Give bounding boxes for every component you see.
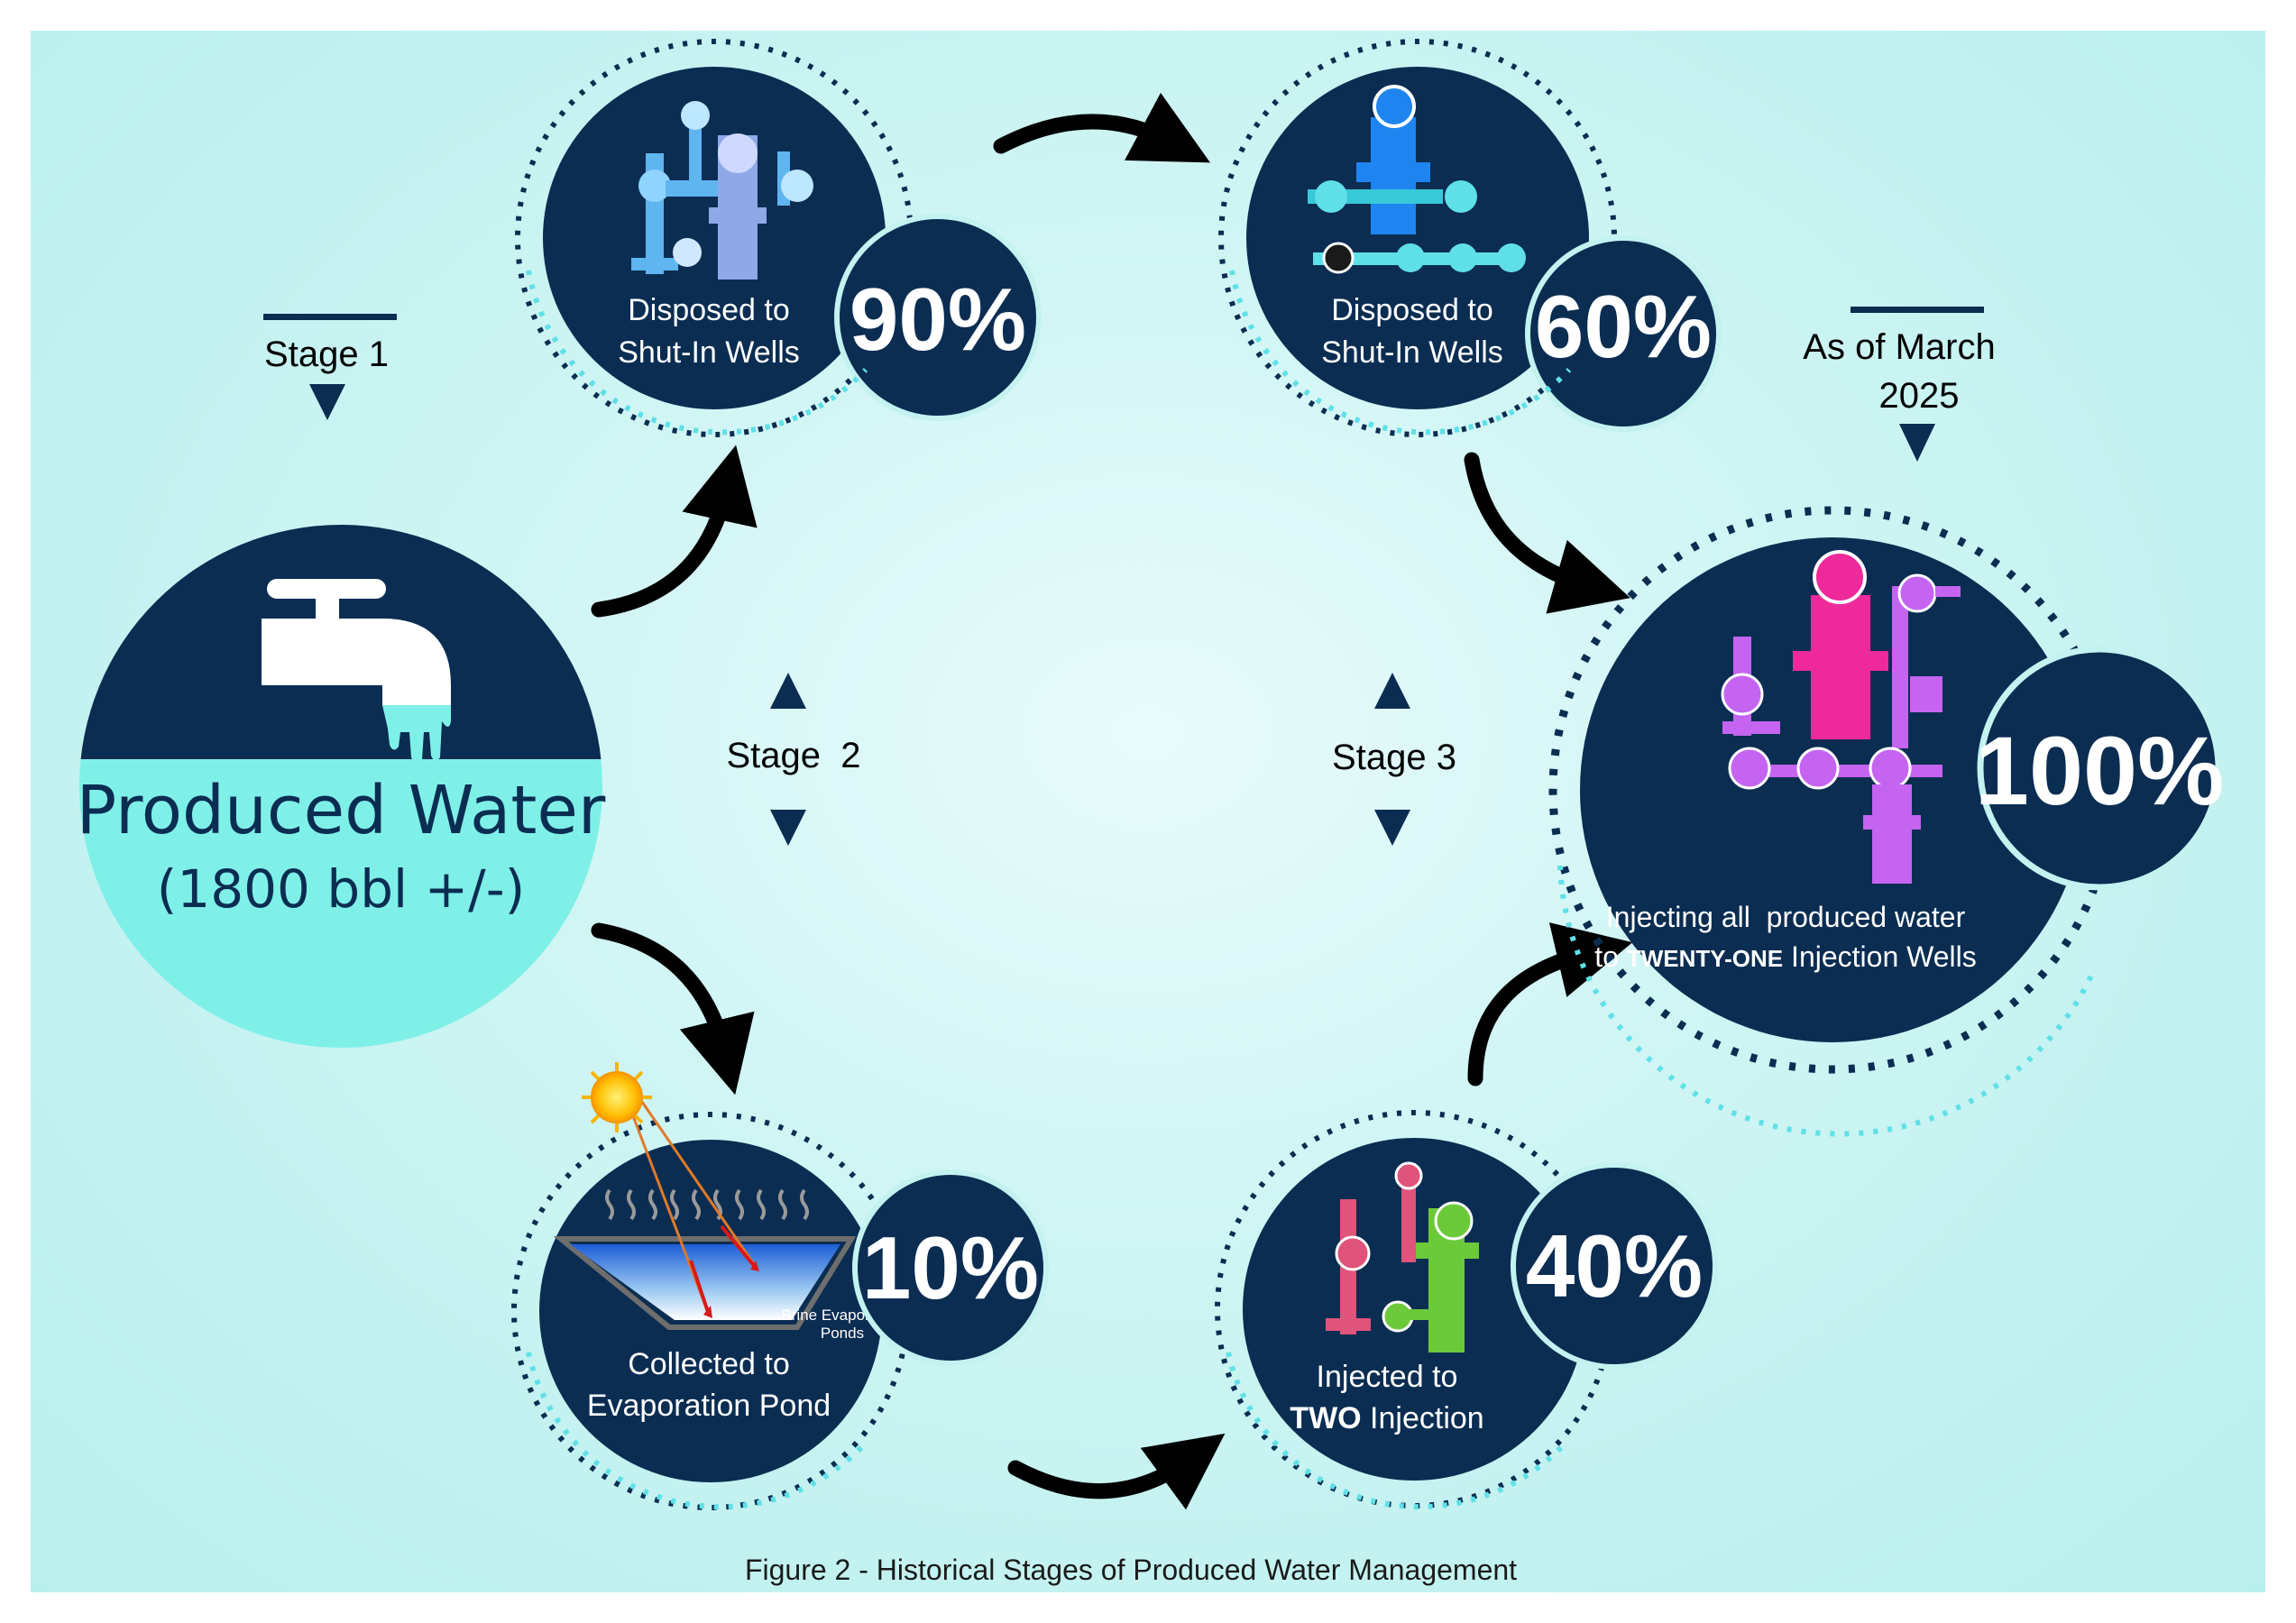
- node-label-line2: TWO Injection: [1290, 1401, 1483, 1435]
- percent-value: 60%: [1535, 277, 1712, 376]
- node-circle: [543, 67, 886, 409]
- produced-water-node: Produced Water (1800 bbl +/-): [77, 525, 606, 1048]
- node-label-line2-rest: Injection Wells: [1783, 940, 1977, 973]
- stage-2-label-group: Stage 2: [726, 673, 861, 846]
- percent-value: 90%: [850, 270, 1026, 369]
- percent-value: 40%: [1526, 1216, 1703, 1316]
- arrow-to-stage2-shut-in: [591, 445, 758, 618]
- arrow-to-stage2-evaporation: [591, 922, 755, 1096]
- node-label-line2: Shut-In Wells: [1321, 335, 1503, 370]
- evaporation-pond-icon: Brine Evaporation Ponds: [553, 1101, 904, 1342]
- arrow-to-stage3-injection: [1007, 1433, 1226, 1510]
- water-faucet-icon: [262, 579, 451, 764]
- node-label-line2: to TWENTY-ONE Injection Wells: [1594, 940, 1977, 973]
- arrow-stage3-injection-to-current: [1467, 922, 1633, 1087]
- produced-water-title: Produced Water: [77, 772, 606, 849]
- current-stage-label-group: As of March 2025: [1803, 307, 1996, 462]
- stage-2-up-triangle-icon: [770, 673, 806, 709]
- stage2-shut-in-node: Disposed to Shut-In Wells 90%: [515, 39, 1042, 437]
- figure-caption: Figure 2 - Historical Stages of Produced…: [745, 1554, 1517, 1586]
- produced-water-volume: (1800 bbl +/-): [157, 858, 526, 920]
- node-label-line2: Shut-In Wells: [618, 335, 800, 370]
- stage2-evaporation-node: Brine Evaporation Ponds Collected to Eva…: [511, 1062, 1049, 1510]
- node-label-line2-prefix: to: [1594, 940, 1627, 973]
- stage3-shut-in-node: Disposed to Shut-In Wells 60%: [1218, 39, 1722, 437]
- teal-ring-accents: [526, 270, 2095, 1510]
- sun-icon: [582, 1062, 652, 1132]
- percent-badge: [1977, 646, 2222, 891]
- percent-value: 100%: [1975, 716, 2224, 825]
- current-stage-label-line1: As of March: [1803, 327, 1995, 367]
- node-label-line1: Collected to: [628, 1347, 790, 1381]
- flow-arrows: [591, 92, 1633, 1510]
- current-stage-down-triangle-icon: [1899, 424, 1935, 462]
- percent-badge: [834, 214, 1042, 421]
- node-label-line1: Injected to: [1317, 1360, 1458, 1394]
- stage3-injection-node: Injected to TWO Injection 40%: [1215, 1110, 1718, 1508]
- arrow-stage3-shut-in-to-current: [1464, 452, 1630, 614]
- arrow-to-stage3-shut-in: [993, 92, 1211, 163]
- wellhead-valves-icon: [1308, 85, 1526, 274]
- current-injection-node: Injecting all produced water to TWENTY-O…: [1548, 506, 2224, 1074]
- stage-3-down-triangle-icon: [1374, 810, 1410, 846]
- injection-wellhead-icon: [1721, 550, 1961, 884]
- current-stage-label-line2: 2025: [1879, 376, 1960, 416]
- injection-wellhead-icon: [1326, 1161, 1479, 1352]
- percent-badge: [1525, 235, 1722, 432]
- node-label-line1: Injecting all produced water: [1606, 901, 1966, 933]
- percent-badge: [1511, 1162, 1718, 1370]
- node-label-line2-bold: TWO: [1290, 1401, 1361, 1435]
- stage-1-down-triangle-icon: [309, 384, 345, 420]
- node-label-line1: Disposed to: [628, 293, 790, 327]
- pond-label-line2: Ponds: [821, 1325, 864, 1342]
- stage-3-label: Stage 3: [1332, 738, 1456, 777]
- stage-1-label-group: Stage 1: [263, 314, 397, 420]
- stage-2-label: Stage 2: [726, 736, 860, 775]
- node-circle: [1580, 537, 2085, 1042]
- stage-1-label: Stage 1: [264, 335, 389, 374]
- percent-badge: [852, 1169, 1049, 1366]
- node-circle: [1246, 67, 1589, 409]
- stage-3-label-group: Stage 3: [1332, 673, 1456, 846]
- stage-3-up-triangle-icon: [1374, 673, 1410, 709]
- node-label-line2-rest: Injection: [1362, 1401, 1484, 1435]
- current-stage-overline: [1851, 307, 1984, 313]
- node-label-line2: Evaporation Pond: [587, 1389, 831, 1423]
- wellhead-valves-icon: [631, 101, 813, 280]
- stage-2-down-triangle-icon: [770, 810, 806, 846]
- node-label-line2-bold: TWENTY-ONE: [1627, 945, 1783, 972]
- node-label-line1: Disposed to: [1331, 293, 1493, 327]
- percent-value: 10%: [862, 1218, 1039, 1317]
- stage-1-overline: [263, 314, 397, 320]
